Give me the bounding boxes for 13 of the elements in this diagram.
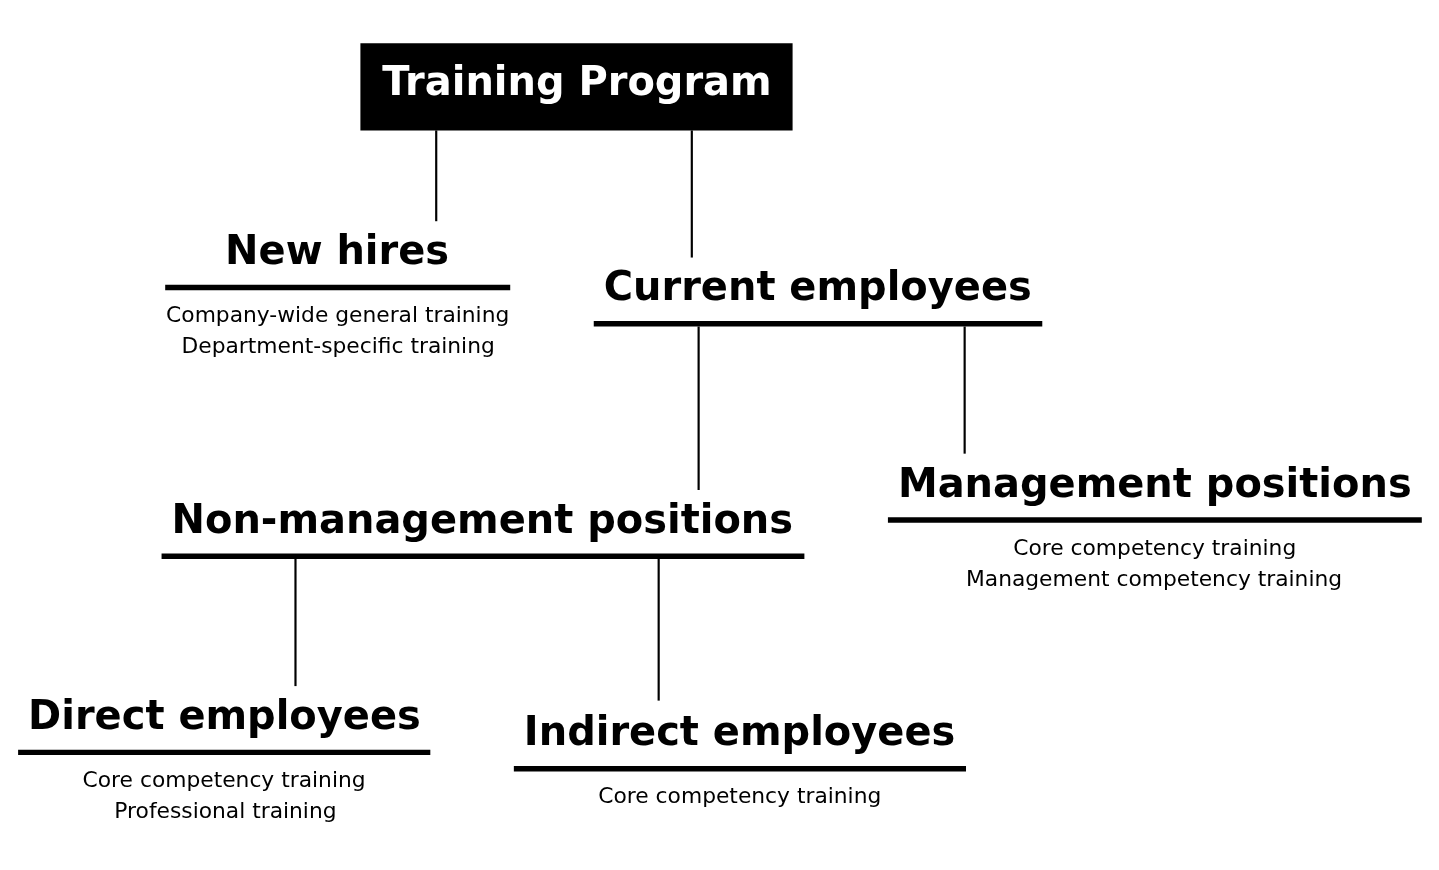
node-text: Management positions Core competency training Management competency training: [897, 459, 1412, 590]
connector: [294, 558, 297, 686]
node-text: Direct employees Core competency training Professional training: [28, 691, 421, 823]
connector: [697, 326, 700, 490]
node-text: New hires Company-wide general training Department-specific training: [166, 226, 510, 358]
node-text: Current employees: [603, 262, 1032, 309]
node-text: Indirect employees Core competency training: [523, 707, 956, 808]
connector: [963, 326, 966, 454]
connector: [690, 129, 693, 258]
node-text: Non-management positions: [171, 495, 794, 542]
connector: [435, 129, 438, 221]
connector: [657, 558, 660, 701]
node-box: Training Program: [360, 42, 793, 130]
